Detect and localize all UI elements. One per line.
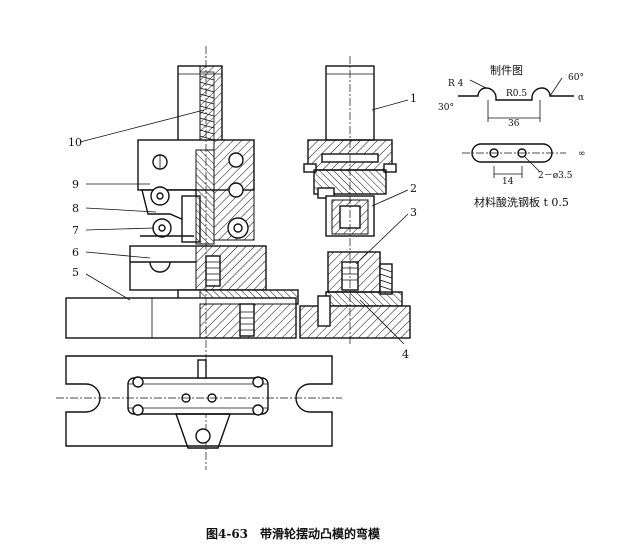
label-5: 5 [72, 266, 79, 279]
label-9: 9 [72, 178, 79, 191]
dim-alpha: α [578, 93, 584, 103]
left-assembly [65, 46, 299, 470]
plan-view [56, 355, 342, 449]
label-1: 1 [410, 92, 417, 105]
part-drawing: 制件图 R 4 R0.5 30° 60° 36 α 14 2－ø3.5 ∞ 材料… [438, 64, 586, 209]
label-2: 2 [410, 182, 417, 195]
dim-angle-right: 60° [568, 73, 584, 83]
right-assembly [299, 56, 411, 346]
dim-hole-spacing: 14 [502, 177, 514, 187]
label-4: 4 [402, 348, 409, 361]
dim-diam: ∞ [578, 149, 586, 159]
label-7: 7 [72, 224, 79, 237]
part-drawing-title: 制件图 [490, 64, 523, 77]
figure-caption: 图4-63 带滑轮摆动凸模的弯模 [206, 526, 381, 541]
label-6: 6 [72, 246, 79, 259]
dim-angle-left: 30° [438, 103, 454, 113]
dim-width: 36 [508, 119, 520, 129]
leader-lines [79, 99, 409, 345]
dim-r-inner: R0.5 [506, 89, 527, 99]
part-numbers: 10 9 8 7 6 5 1 2 3 4 [68, 92, 417, 361]
dim-hole-spec: 2－ø3.5 [538, 171, 573, 181]
label-10: 10 [68, 136, 82, 149]
material-note: 材料酸洗钢板 t 0.5 [474, 195, 569, 209]
label-3: 3 [410, 206, 417, 219]
dim-r-outer: R 4 [448, 79, 464, 89]
label-8: 8 [72, 202, 79, 215]
